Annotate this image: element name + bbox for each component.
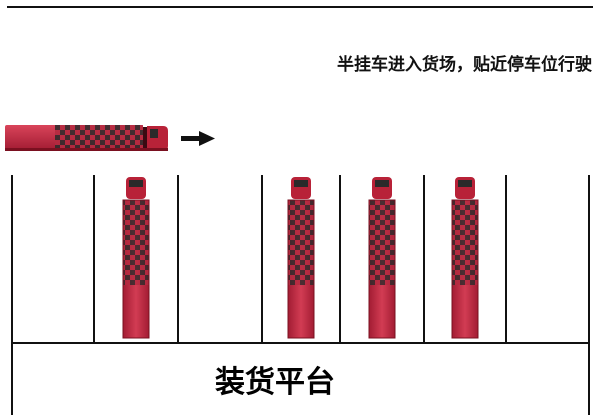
scene-caption: 半挂车进入货场，贴近停车位行驶 [337, 55, 592, 75]
loading-platform [11, 342, 590, 415]
parked-semi-truck-icon [122, 177, 150, 339]
top-rule [7, 6, 593, 8]
parked-semi-truck-icon [368, 177, 396, 339]
parked-semi-truck-icon [287, 177, 315, 339]
parked-semi-truck-icon [451, 177, 479, 339]
loading-platform-label: 装货平台 [215, 365, 335, 400]
parked-trucks [122, 177, 479, 339]
parking-slot-lines [11, 175, 590, 343]
moving-semi-truck-icon [5, 125, 168, 151]
arrow-right-icon [181, 131, 215, 146]
